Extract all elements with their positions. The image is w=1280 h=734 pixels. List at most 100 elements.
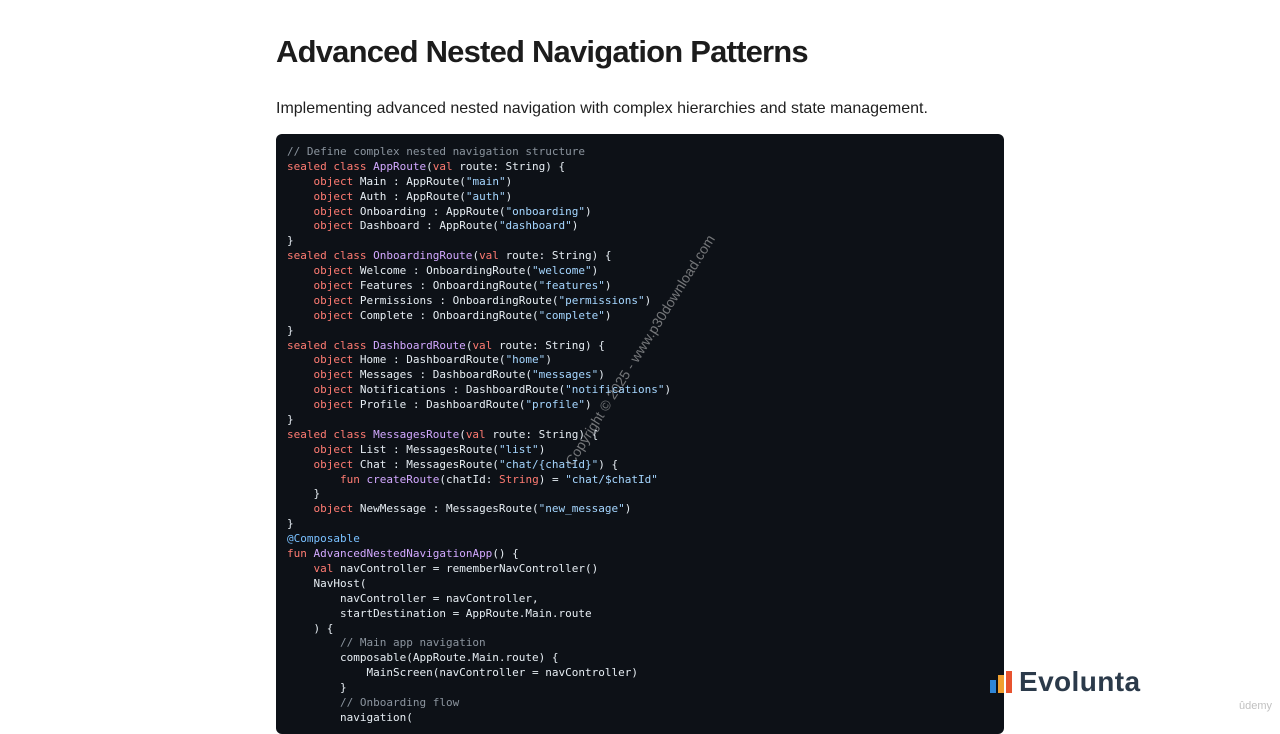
code-text: Complete : OnboardingRoute( (359, 308, 539, 322)
code-string: "list" (498, 442, 539, 456)
code-text: } (287, 234, 294, 248)
code-line: sealed class OnboardingRoute(val route: … (287, 249, 671, 264)
code-text: (chatId: (439, 472, 499, 486)
code-text (287, 473, 340, 486)
bar-chart-logo-icon (990, 671, 1012, 693)
code-line: object Dashboard : AppRoute("dashboard") (287, 219, 671, 234)
code-text: ) (644, 293, 652, 307)
code-keyword: object (313, 293, 360, 307)
code-line: composable(AppRoute.Main.route) { (287, 651, 671, 666)
code-string: "chat/$chatId" (565, 472, 658, 486)
code-line: object Home : DashboardRoute("home") (287, 353, 671, 368)
code-line: } (287, 413, 671, 428)
code-keyword: object (313, 442, 360, 456)
code-line: object Welcome : OnboardingRoute("welcom… (287, 264, 671, 279)
code-text: ) (598, 368, 605, 382)
code-text: Notifications : DashboardRoute( (359, 383, 566, 397)
code-string: "complete" (538, 308, 605, 322)
code-line: object Permissions : OnboardingRoute("pe… (287, 294, 671, 309)
code-string: "dashboard" (498, 219, 572, 233)
code-line: @Composable (287, 532, 671, 547)
code-keyword: val (432, 159, 460, 173)
code-text: () { (492, 547, 519, 561)
code-text: List : MessagesRoute( (359, 442, 499, 456)
code-keyword: sealed class (287, 159, 374, 173)
code-block: // Define complex nested navigation stru… (276, 134, 1004, 734)
code-keyword: sealed class (287, 427, 374, 441)
code-type-name: AppRoute (373, 159, 427, 173)
code-line: object Profile : DashboardRoute("profile… (287, 398, 671, 413)
code-text: Home : DashboardRoute( (359, 353, 506, 367)
code-comment: // Define complex nested navigation stru… (287, 145, 586, 158)
code-text: NewMessage : MessagesRoute( (359, 502, 539, 516)
code-line: fun AdvancedNestedNavigationApp() { (287, 547, 671, 562)
code-keyword: object (313, 174, 360, 188)
code-text (287, 309, 314, 322)
code-line: } (287, 517, 671, 532)
code-line: val navController = rememberNavControlle… (287, 562, 671, 577)
code-line: // Onboarding flow (287, 696, 671, 711)
code-text (287, 279, 314, 292)
page-description: Implementing advanced nested navigation … (276, 100, 928, 117)
code-text (287, 190, 314, 203)
code-text (287, 398, 314, 411)
code-type-name: MessagesRoute (373, 427, 460, 441)
code-line: } (287, 487, 671, 502)
code-line: } (287, 681, 671, 696)
code-text: ) (538, 442, 546, 456)
code-text: route: String) { (498, 338, 605, 352)
code-line: object Complete : OnboardingRoute("compl… (287, 309, 671, 324)
code-keyword: sealed class (287, 249, 374, 263)
code-keyword: object (313, 204, 360, 218)
code-text (287, 353, 314, 366)
code-string: "onboarding" (505, 204, 586, 218)
code-text: navController = rememberNavController() (340, 561, 599, 575)
code-keyword: object (313, 353, 360, 367)
code-type-name: AdvancedNestedNavigationApp (313, 547, 493, 561)
code-text: Main : AppRoute( (359, 174, 466, 188)
code-annotation: @Composable (287, 532, 360, 546)
code-line: object Features : OnboardingRoute("featu… (287, 279, 671, 294)
code-text (287, 368, 314, 381)
code-line: // Main app navigation (287, 636, 671, 651)
code-line: object Notifications : DashboardRoute("n… (287, 383, 672, 398)
code-text: ) (571, 219, 579, 233)
code-keyword: object (313, 279, 360, 293)
code-line: object Chat : MessagesRoute("chat/{chatI… (287, 458, 671, 473)
code-line: object Main : AppRoute("main") (287, 175, 671, 190)
code-keyword: object (313, 189, 360, 203)
code-string: "features" (538, 279, 605, 293)
code-text (287, 502, 314, 515)
code-keyword: val (472, 338, 499, 352)
code-string: "new_message" (538, 502, 625, 516)
code-keyword: object (313, 368, 360, 382)
code-text: Messages : DashboardRoute( (359, 368, 533, 382)
code-text: ) (591, 264, 599, 278)
code-keyword: String (498, 472, 539, 486)
code-text (287, 264, 314, 277)
code-text: startDestination = AppRoute.Main.route (287, 606, 592, 620)
code-text (287, 636, 340, 649)
code-line: object Onboarding : AppRoute("onboarding… (287, 205, 671, 220)
code-text: composable(AppRoute.Main.route) { (287, 651, 559, 665)
code-line: MainScreen(navController = navController… (287, 666, 671, 681)
code-string: "auth" (465, 189, 506, 203)
code-keyword: object (313, 457, 360, 471)
code-text (287, 458, 314, 471)
code-text (287, 696, 340, 709)
code-text (287, 205, 314, 218)
code-text: navController = navController, (287, 591, 539, 605)
code-content: // Define complex nested navigation stru… (287, 145, 671, 726)
code-string: "main" (465, 174, 506, 188)
code-keyword: object (313, 219, 360, 233)
code-text: Profile : DashboardRoute( (359, 398, 526, 412)
code-text: ) (604, 308, 612, 322)
code-line: object Auth : AppRoute("auth") (287, 190, 671, 205)
code-keyword: object (313, 264, 360, 278)
code-text: ) (624, 502, 632, 516)
code-text: Onboarding : AppRoute( (359, 204, 506, 218)
code-comment: // Onboarding flow (339, 695, 460, 709)
code-text: route: String) { (492, 427, 599, 441)
evolunta-brand: Evolunta (990, 666, 1140, 698)
code-text: ) (585, 204, 592, 218)
